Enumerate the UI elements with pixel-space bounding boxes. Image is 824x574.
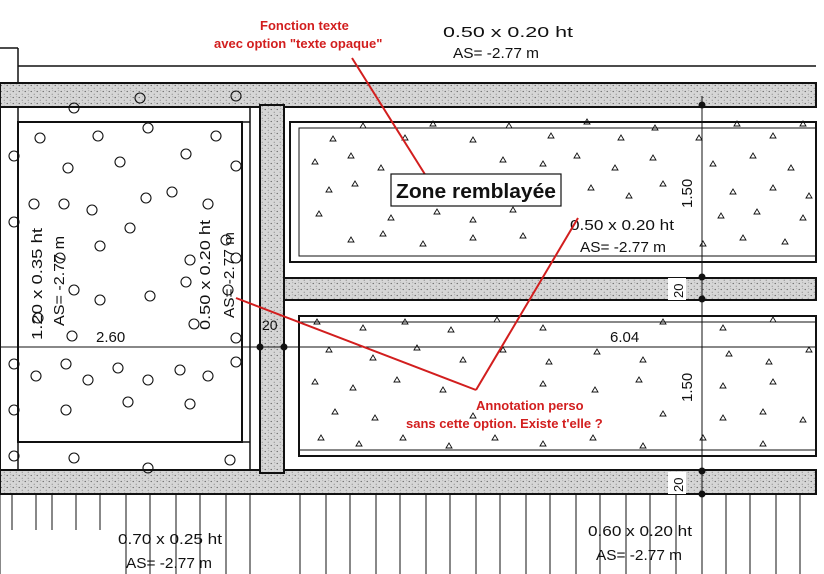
annotation-wall-as: AS= -2.77 m [221, 232, 238, 318]
bottom-hatching [0, 494, 801, 574]
annotation-wall-size: 0.50 x 0.20 ht [197, 219, 214, 330]
dimension-height-upper: 1.50 [679, 179, 696, 208]
concrete-slab-middle [282, 277, 817, 301]
dimension-gap-lower: 20 [671, 478, 686, 492]
callout-leaders [235, 57, 579, 391]
annotation-bottom-left-size: 0.70 x 0.25 ht [118, 531, 223, 548]
callout-top-line2: avec option "texte opaque" [214, 36, 382, 51]
annotation-mid-as: AS= -2.77 m [580, 239, 666, 256]
right-lower-cell [298, 315, 817, 457]
dimension-gap-upper: 20 [671, 284, 686, 298]
callout-top-line1: Fonction texte [260, 18, 349, 33]
zone-label: Zone remblayée [396, 181, 556, 203]
annotation-left-size: 1.20 x 0.35 ht [29, 227, 46, 340]
concrete-slab-top [0, 82, 817, 108]
dimension-ticks [256, 101, 706, 498]
dimension-gap-vertical: 20 [262, 317, 278, 333]
callout-bottom-line1: Annotation perso [476, 398, 584, 413]
annotation-left-as: AS= -2.77 m [51, 236, 68, 326]
annotation-bottom-right-size: 0.60 x 0.20 ht [588, 523, 693, 540]
gravel-fill [8, 90, 242, 474]
callout-bottom-line2: sans cette option. Existe t'elle ? [406, 416, 603, 431]
dimension-width-right: 6.04 [610, 329, 639, 346]
annotation-bottom-left-as: AS= -2.77 m [126, 555, 212, 572]
dimension-width-left: 2.60 [96, 329, 125, 346]
annotation-top-size: 0.50 x 0.20 ht [443, 24, 574, 41]
zone-label-box: Zone remblayée [390, 173, 562, 207]
annotation-bottom-right-as: AS= -2.77 m [596, 547, 682, 564]
annotation-top-as: AS= -2.77 m [453, 45, 539, 62]
dimension-height-lower: 1.50 [679, 373, 696, 402]
concrete-slab-bottom [0, 469, 817, 495]
annotation-mid-size: 0.50 x 0.20 ht [570, 217, 675, 234]
concrete-wall-vertical [259, 104, 285, 474]
